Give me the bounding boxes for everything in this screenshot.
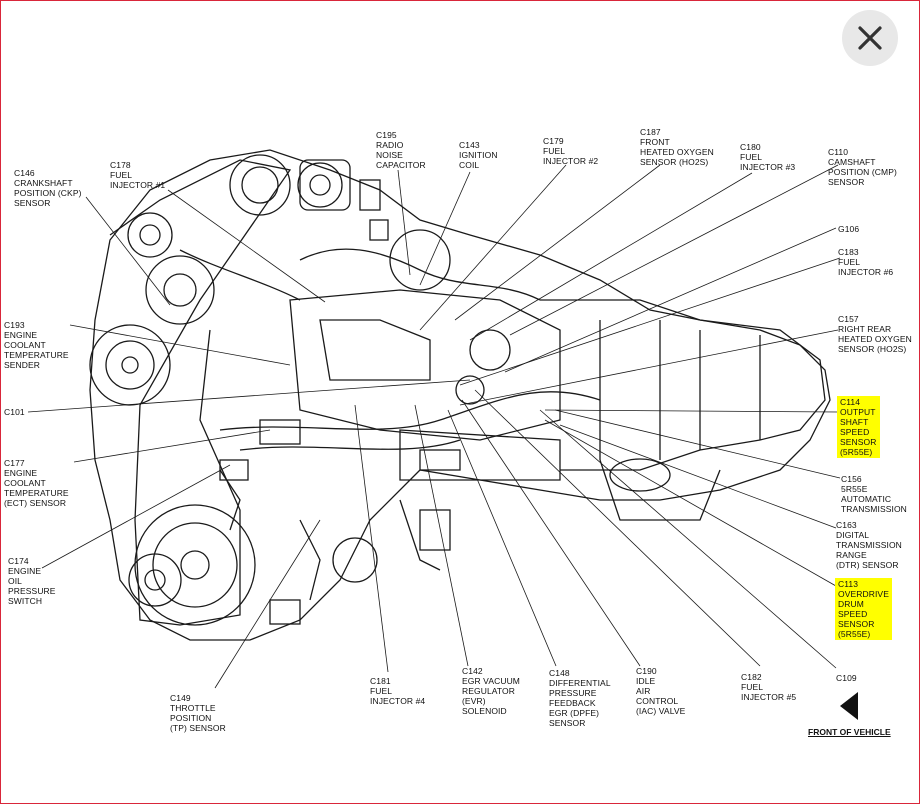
label-c163: C163 DIGITAL TRANSMISSION RANGE (DTR) SE…	[836, 520, 902, 570]
label-c183: C183 FUEL INJECTOR #6	[838, 247, 894, 277]
front-of-vehicle-label: FRONT OF VEHICLE	[808, 727, 891, 737]
label-c143: C143 IGNITION COIL	[459, 140, 498, 170]
label-c177: C177 ENGINE COOLANT TEMPERATURE (ECT) SE…	[4, 458, 69, 508]
leader-lines	[27, 164, 841, 689]
label-g106: G106	[838, 224, 860, 234]
label-c156: C156 5R55E AUTOMATIC TRANSMISSION	[841, 474, 907, 514]
label-c181: C181 FUEL INJECTOR #4	[370, 676, 426, 706]
label-c182: C182 FUEL INJECTOR #5	[741, 672, 797, 702]
label-c114: C114 OUTPUT SHAFT SPEED SENSOR (5R55E)	[837, 396, 880, 458]
label-c109: C109	[836, 673, 857, 683]
label-c149: C149 THROTTLE POSITION (TP) SENSOR	[170, 693, 226, 733]
label-c146: C146 CRANKSHAFT POSITION (CKP) SENSOR	[14, 168, 82, 208]
label-c193: C193 ENGINE COOLANT TEMPERATURE SENDER	[4, 320, 69, 370]
label-c179: C179 FUEL INJECTOR #2	[543, 136, 599, 166]
arrow-left-icon	[840, 692, 858, 720]
label-c142: C142 EGR VACUUM REGULATOR (EVR) SOLENOID	[462, 666, 520, 716]
label-c187: C187 FRONT HEATED OXYGEN SENSOR (HO2S)	[640, 127, 714, 167]
close-icon	[858, 26, 882, 50]
label-c113: C113 OVERDRIVE DRUM SPEED SENSOR (5R55E)	[835, 578, 892, 640]
label-c195: C195 RADIO NOISE CAPACITOR	[376, 130, 426, 170]
label-c180: C180 FUEL INJECTOR #3	[740, 142, 796, 172]
label-c174: C174 ENGINE OIL PRESSURE SWITCH	[8, 556, 56, 606]
label-c190: C190 IDLE AIR CONTROL (IAC) VALVE	[636, 666, 686, 716]
label-c157: C157 RIGHT REAR HEATED OXYGEN SENSOR (HO…	[838, 314, 912, 354]
close-button[interactable]	[842, 10, 898, 66]
label-c178: C178 FUEL INJECTOR #1	[110, 160, 166, 190]
label-c110: C110 CAMSHAFT POSITION (CMP) SENSOR	[828, 147, 897, 187]
label-c101: C101	[4, 407, 25, 417]
label-c148: C148 DIFFERENTIAL PRESSURE FEEDBACK EGR …	[549, 668, 611, 728]
engine-illustration	[89, 149, 831, 641]
